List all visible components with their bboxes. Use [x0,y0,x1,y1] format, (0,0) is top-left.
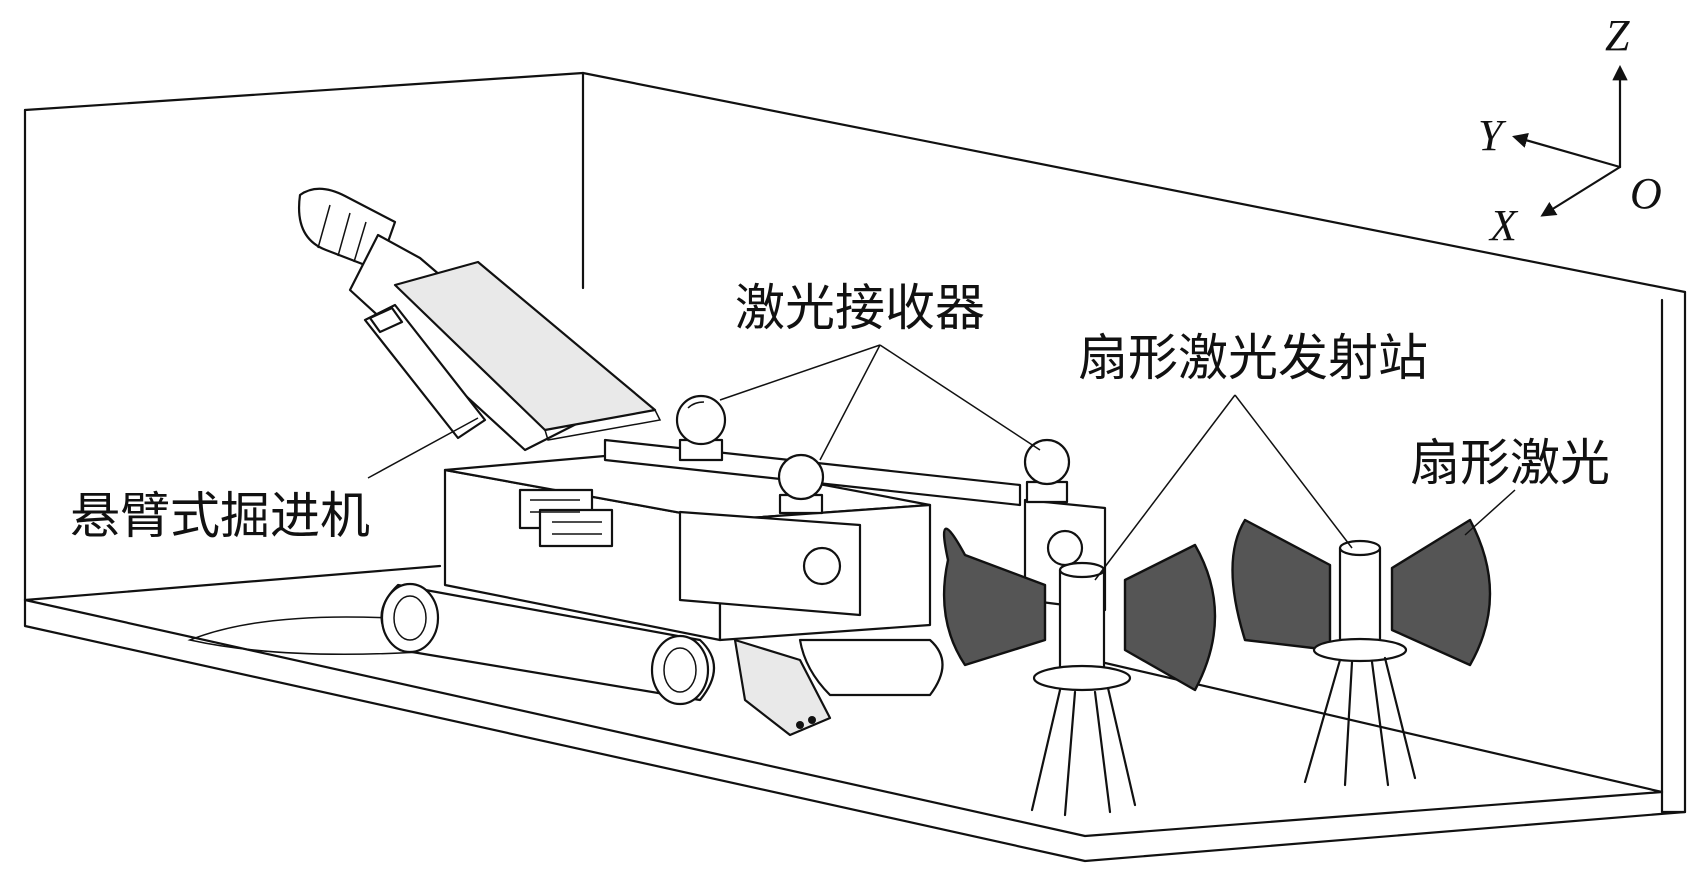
leader-receiver-2 [819,344,881,461]
floor-back-edge-right [1073,654,1664,794]
leader-lines [367,344,1516,581]
tripod-legs-2 [1303,656,1417,787]
tripod-legs-1 [1030,686,1137,817]
label-fan-station: 扇形激光发射站 [1078,329,1428,387]
fan-laser-station-2 [1231,518,1492,787]
floor-back-edge-left [23,564,442,602]
housing-port [802,546,842,586]
y-axis-arrow [1512,132,1622,169]
right-wall [1660,290,1687,814]
fan-beam-right-1 [1123,543,1217,692]
labels: 悬臂式掘进机 激光接收器 扇形激光发射站 扇形激光 [70,279,1610,545]
back-wall-outline [23,71,585,290]
axis-label-origin: O [1630,169,1662,218]
leader-receiver-3 [879,344,1041,451]
control-panel-2 [538,508,614,548]
label-roadheader: 悬臂式掘进机 [70,487,370,545]
right-track [798,638,944,697]
tripod-head-1 [1032,664,1132,692]
rear-housing-port [1046,529,1084,567]
leader-fan-laser [1464,489,1516,536]
floor-inner-edge [23,598,1664,838]
coordinate-axes: Z Y X O [1478,11,1662,250]
ceiling-edge [581,71,1687,294]
leader-receiver-1 [719,344,881,401]
axis-label-z: Z [1605,11,1630,60]
fan-beam-right-2 [1390,518,1492,667]
emitter-cylinder-1 [1058,568,1106,672]
axis-label-y: Y [1478,111,1507,160]
x-axis-arrow [1540,165,1622,217]
laser-receiver-3 [1023,438,1071,504]
front-housing [678,510,862,617]
emitter-cylinder-2 [1338,546,1382,642]
label-laser-receiver: 激光接收器 [735,279,985,337]
fan-beam-left-2 [1231,518,1332,652]
fan-beam-left-1 [942,527,1047,667]
track-wheel-rear [380,582,440,654]
leader-roadheader [367,417,479,479]
label-fan-laser: 扇形激光 [1410,434,1610,492]
tripod-head-2 [1312,637,1408,663]
loader-shovel [733,638,832,737]
fan-laser-station-1 [942,527,1217,817]
laser-receiver-2 [777,453,825,515]
axis-label-x: X [1488,201,1519,250]
track-wheel-front [650,634,710,706]
leader-station-2 [1234,394,1353,549]
laser-receivers [675,394,1071,515]
laser-receiver-1 [675,394,727,462]
leader-station-1 [1094,394,1236,581]
floor-front-edge [23,598,1687,863]
